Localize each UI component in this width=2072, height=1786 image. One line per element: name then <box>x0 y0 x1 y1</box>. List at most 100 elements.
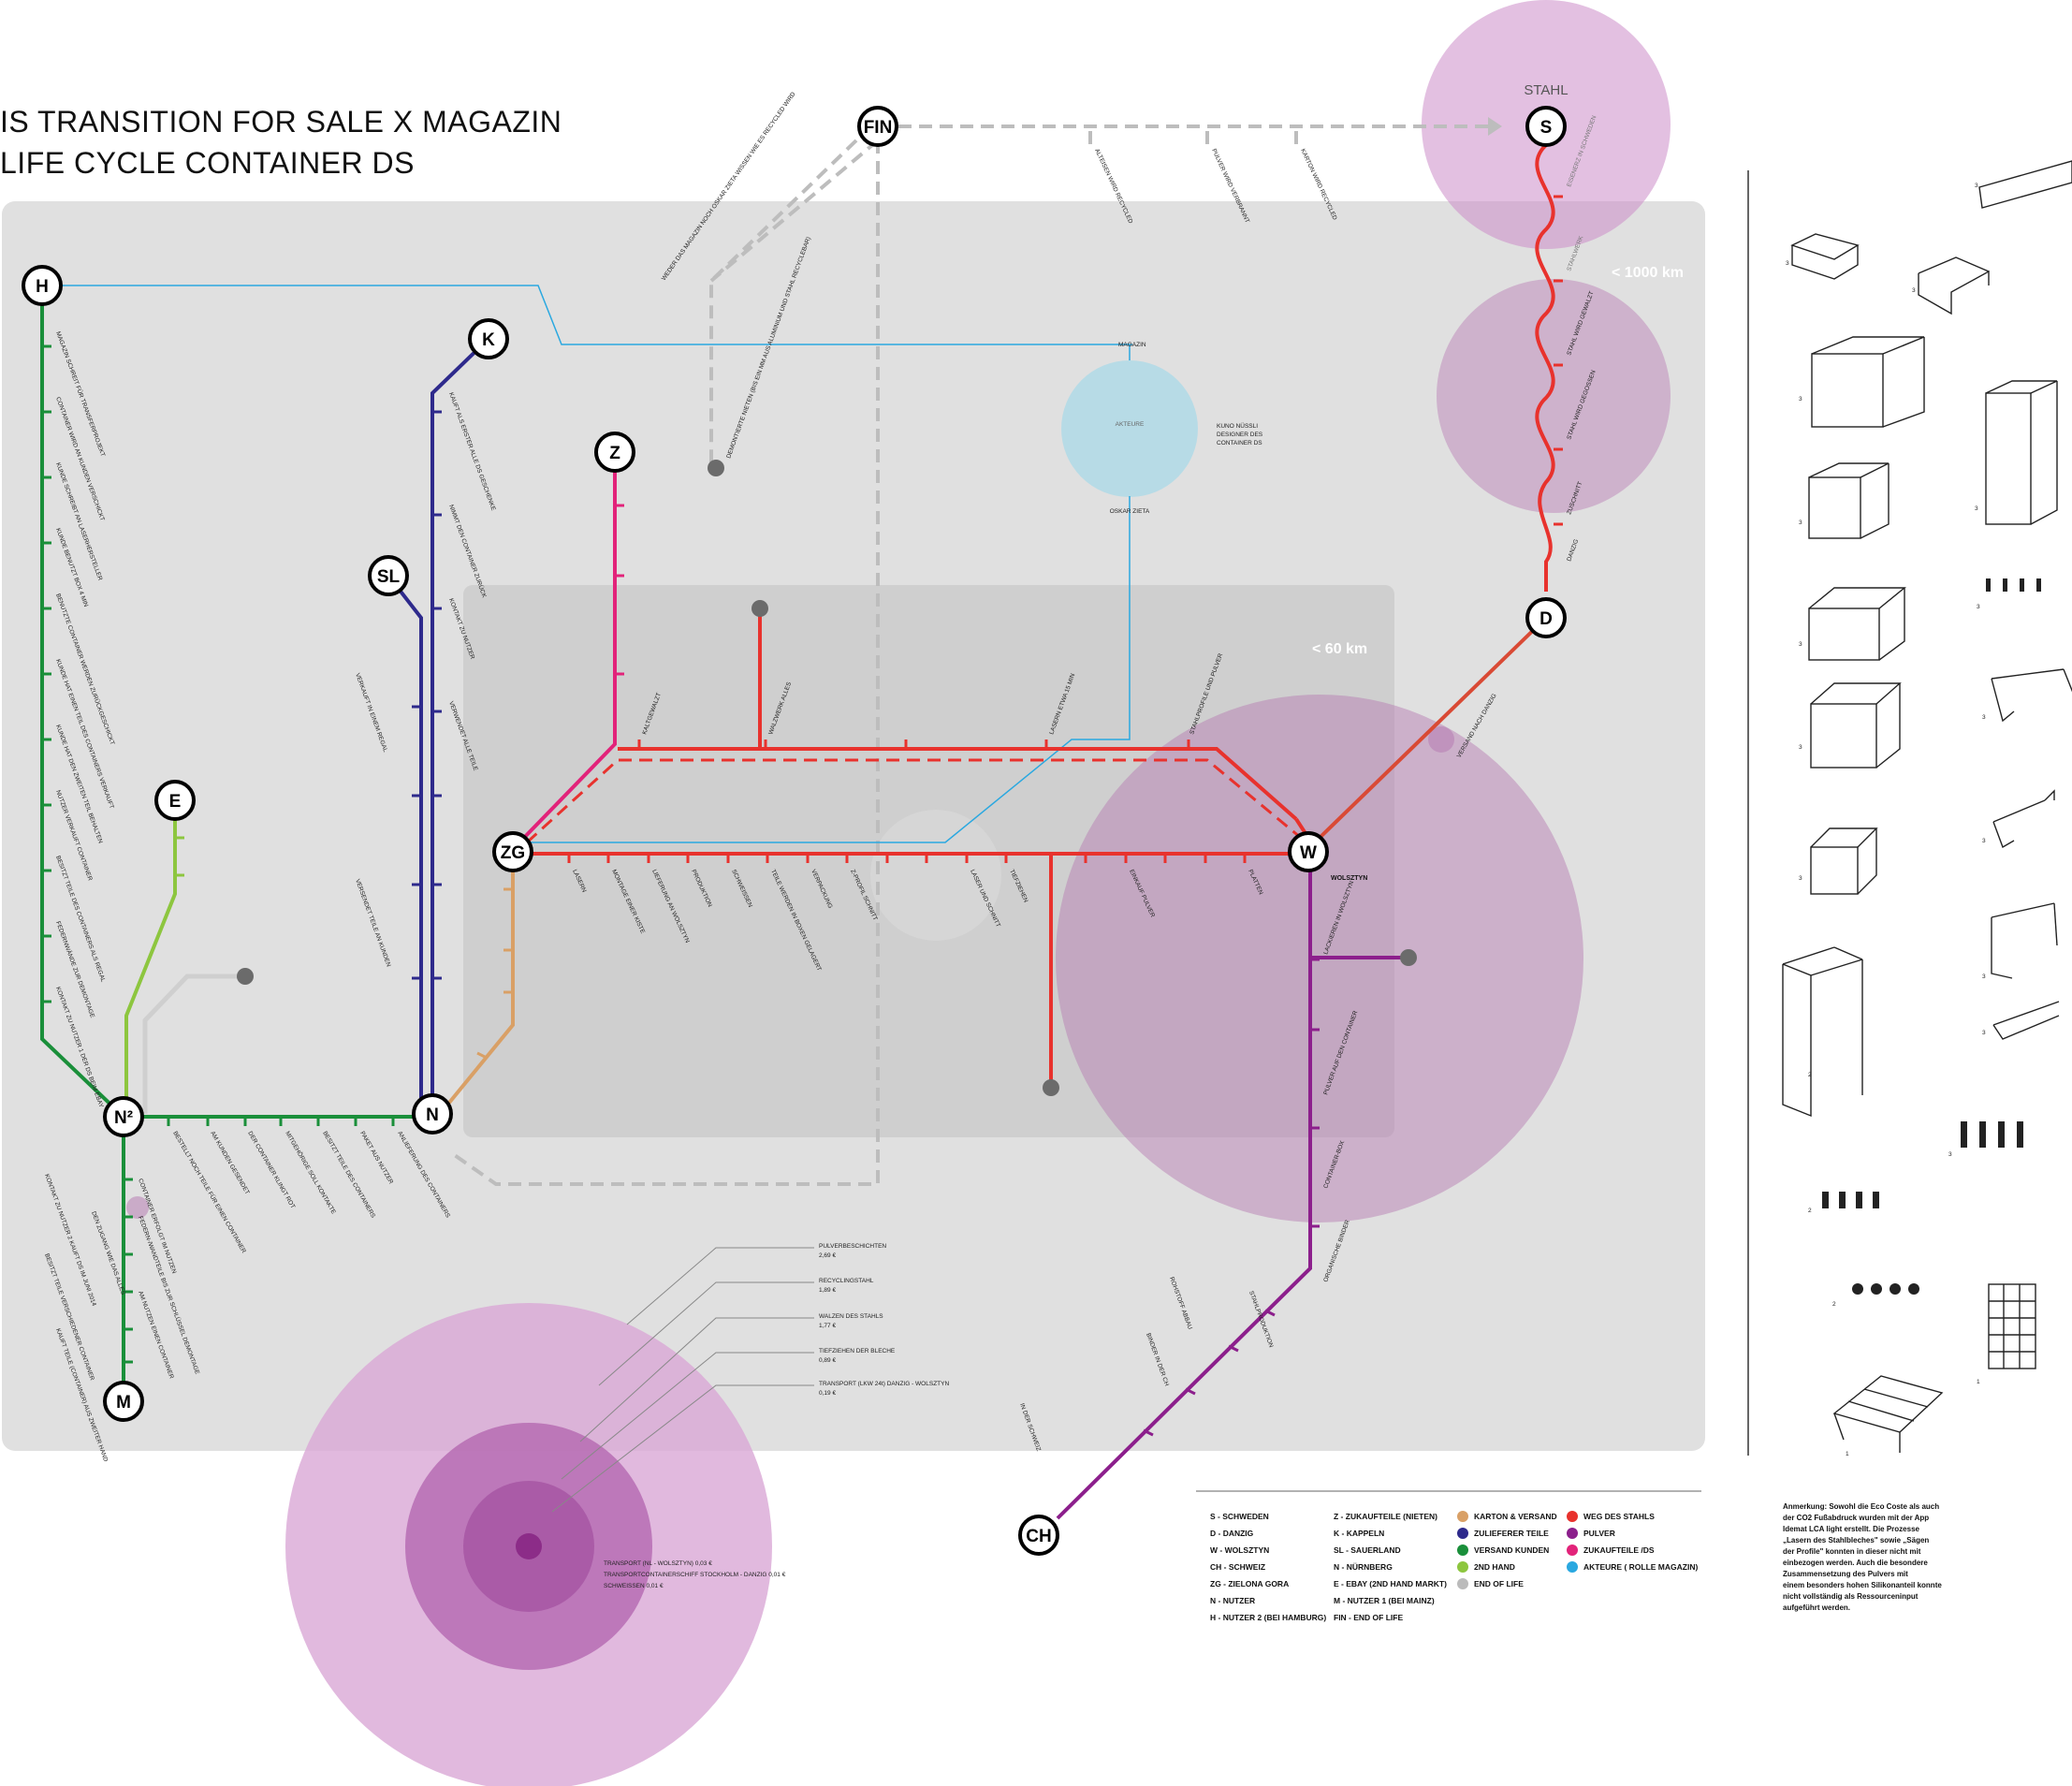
karton-ticks <box>476 887 513 1060</box>
inner-cost: TRANSPORT (NL - WOLSZTYN) 0,03 € <box>604 1560 712 1567</box>
part-count: 3 <box>1948 1151 1952 1158</box>
label-oskar: OSKAR ZIETA <box>1110 508 1150 515</box>
part-count: 2 <box>1808 1072 1812 1078</box>
note-line: einbezogen werden. Auch die besondere <box>1783 1559 1928 1567</box>
station-k[interactable]: K <box>468 318 509 359</box>
legend-item: WEG DES STAHLS <box>1583 1512 1655 1521</box>
cost-value: 0,19 € <box>819 1390 836 1397</box>
legend-swatch <box>1457 1511 1468 1522</box>
cost-leaders <box>551 1247 814 1513</box>
station-sl[interactable]: SL <box>368 555 409 596</box>
station-s[interactable]: S <box>1525 106 1567 147</box>
impact-dot-d <box>1428 726 1454 753</box>
station-h[interactable]: H <box>22 265 63 306</box>
part-count: 1 <box>1846 1451 1849 1457</box>
station-ch[interactable]: CH <box>1018 1515 1059 1556</box>
legend-swatch <box>1457 1544 1468 1556</box>
legend-item: ZULIEFERER TEILE <box>1474 1529 1549 1538</box>
line-karton <box>447 861 515 1105</box>
green-ticks <box>42 344 395 1364</box>
note-line: aufgeführt werden. <box>1783 1603 1850 1612</box>
part-count: 3 <box>1982 1030 1986 1036</box>
part-count: 3 <box>1799 875 1802 882</box>
note-line: Zusammensetzung des Pulvers mit <box>1783 1570 1908 1578</box>
note-line: Idemat LCA light erstellt. Die Prozesse <box>1783 1525 1920 1533</box>
note-line: einem besonders hohen Silikonanteil konn… <box>1783 1581 1942 1589</box>
annotation-note: Anmerkung: Sowohl die Eco Coste als auch… <box>1783 1502 1942 1612</box>
legend-item: ZG - ZIELONA GORA <box>1210 1579 1289 1588</box>
legend-swatch <box>1457 1561 1468 1573</box>
label-kuno-1: KUNO NÜSSLI <box>1217 422 1258 430</box>
legend-item: S - SCHWEDEN <box>1210 1512 1269 1521</box>
legend-item: H - NUTZER 2 (BEI HAMBURG) <box>1210 1613 1326 1622</box>
station-n2[interactable]: N² <box>103 1096 144 1137</box>
cost-value: 0,89 € <box>819 1357 836 1364</box>
part-count: 3 <box>1975 183 1978 189</box>
part-count: 3 <box>1982 714 1986 721</box>
note-line: Anmerkung: Sowohl die Eco Coste als auch <box>1783 1502 1939 1511</box>
label-kuno-2: DESIGNER DES <box>1217 432 1263 438</box>
zulieferer-ticks <box>412 410 442 980</box>
part-count: 3 <box>1799 396 1802 403</box>
note-line: der Profile" konnten in dieser nicht mit <box>1783 1547 1921 1556</box>
part-container-flat <box>1808 608 1880 661</box>
part-bar-3 <box>1991 902 2055 918</box>
part-count: 1 <box>1977 1379 1980 1385</box>
pulver-end-dot <box>1400 949 1417 966</box>
legend-item: END OF LIFE <box>1474 1579 1524 1588</box>
legend-item: CH - SCHWEIZ <box>1210 1562 1265 1572</box>
legend-item: 2ND HAND <box>1474 1562 1515 1572</box>
legend-col-3: KARTON & VERSAND ZULIEFERER TEILE VERSAN… <box>1457 1511 1557 1589</box>
cost-list: PULVERBESCHICHTEN 2,69 € RECYCLINGSTAHL … <box>819 1243 949 1397</box>
zone-far-label: < 1000 km <box>1612 265 1684 281</box>
station-d[interactable]: D <box>1525 597 1567 638</box>
steel-ticks <box>567 195 1563 863</box>
label-wolsztyn: WOLSZTYN <box>1331 875 1367 882</box>
svg-text:SL: SL <box>377 567 401 587</box>
note-line: der CO2 Fußabdruck wurden mit der App <box>1783 1514 1929 1522</box>
impact-dot-m <box>126 1196 149 1219</box>
part-bar-4 <box>1992 1001 2060 1026</box>
inner-cost: TRANSPORTCONTAINERSCHIFF STOCKHOLM - DAN… <box>604 1572 786 1578</box>
station-m[interactable]: M <box>103 1381 144 1422</box>
cost-label: WALZEN DES STAHLS <box>819 1313 883 1320</box>
line-pulver <box>1056 871 1407 1520</box>
part-frame-1 <box>1810 703 1877 769</box>
line-versand-kunden <box>40 285 430 1399</box>
svg-text:ZG: ZG <box>501 843 525 863</box>
part-frame-2 <box>1810 846 1859 895</box>
legend-item: M - NUTZER 1 (BEI MAINZ) <box>1334 1596 1435 1605</box>
part-count: 3 <box>1912 287 1916 294</box>
station-e[interactable]: E <box>154 780 196 821</box>
legend-item: FIN - END OF LIFE <box>1334 1613 1403 1622</box>
station-fin[interactable]: FIN <box>857 106 898 147</box>
svg-text:CH: CH <box>1026 1527 1051 1546</box>
svg-text:K: K <box>482 330 495 350</box>
note-line: „Lasern des Stahlbleches" sowie „Sägen <box>1783 1536 1929 1544</box>
svg-text:D: D <box>1539 609 1553 629</box>
2nd-hand-ticks <box>175 836 184 877</box>
label-stahl: STAHL <box>1524 82 1568 98</box>
station-n[interactable]: N <box>412 1093 453 1135</box>
part-basket <box>1832 1375 1944 1433</box>
part-count: 2 <box>1808 1208 1812 1214</box>
station-z[interactable]: Z <box>594 432 635 473</box>
akteure-circle <box>1061 360 1198 497</box>
zone-near-label: < 60 km <box>1312 641 1367 657</box>
legend-item: VERSAND KUNDEN <box>1474 1545 1549 1555</box>
impact-circle-zg <box>870 810 1001 941</box>
part-container-large <box>1811 353 1884 428</box>
station-w[interactable]: W <box>1288 831 1329 872</box>
part-frame-3 <box>1782 963 1812 1118</box>
legend-item: SL - SAUERLAND <box>1334 1545 1401 1555</box>
part-count: 3 <box>1977 604 1980 610</box>
legend-swatch <box>1567 1528 1578 1539</box>
parts-drawings <box>1782 160 2072 1453</box>
cost-label: TRANSPORT (LKW 24t) DANZIG - WOLSZTYN <box>819 1381 949 1387</box>
part-count: 3 <box>1975 505 1978 512</box>
svg-text:Z: Z <box>609 444 620 463</box>
station-zg[interactable]: ZG <box>492 831 533 872</box>
ebay-end-dot <box>237 968 254 985</box>
title-line-1: IS TRANSITION FOR SALE X MAGAZIN <box>0 105 562 139</box>
